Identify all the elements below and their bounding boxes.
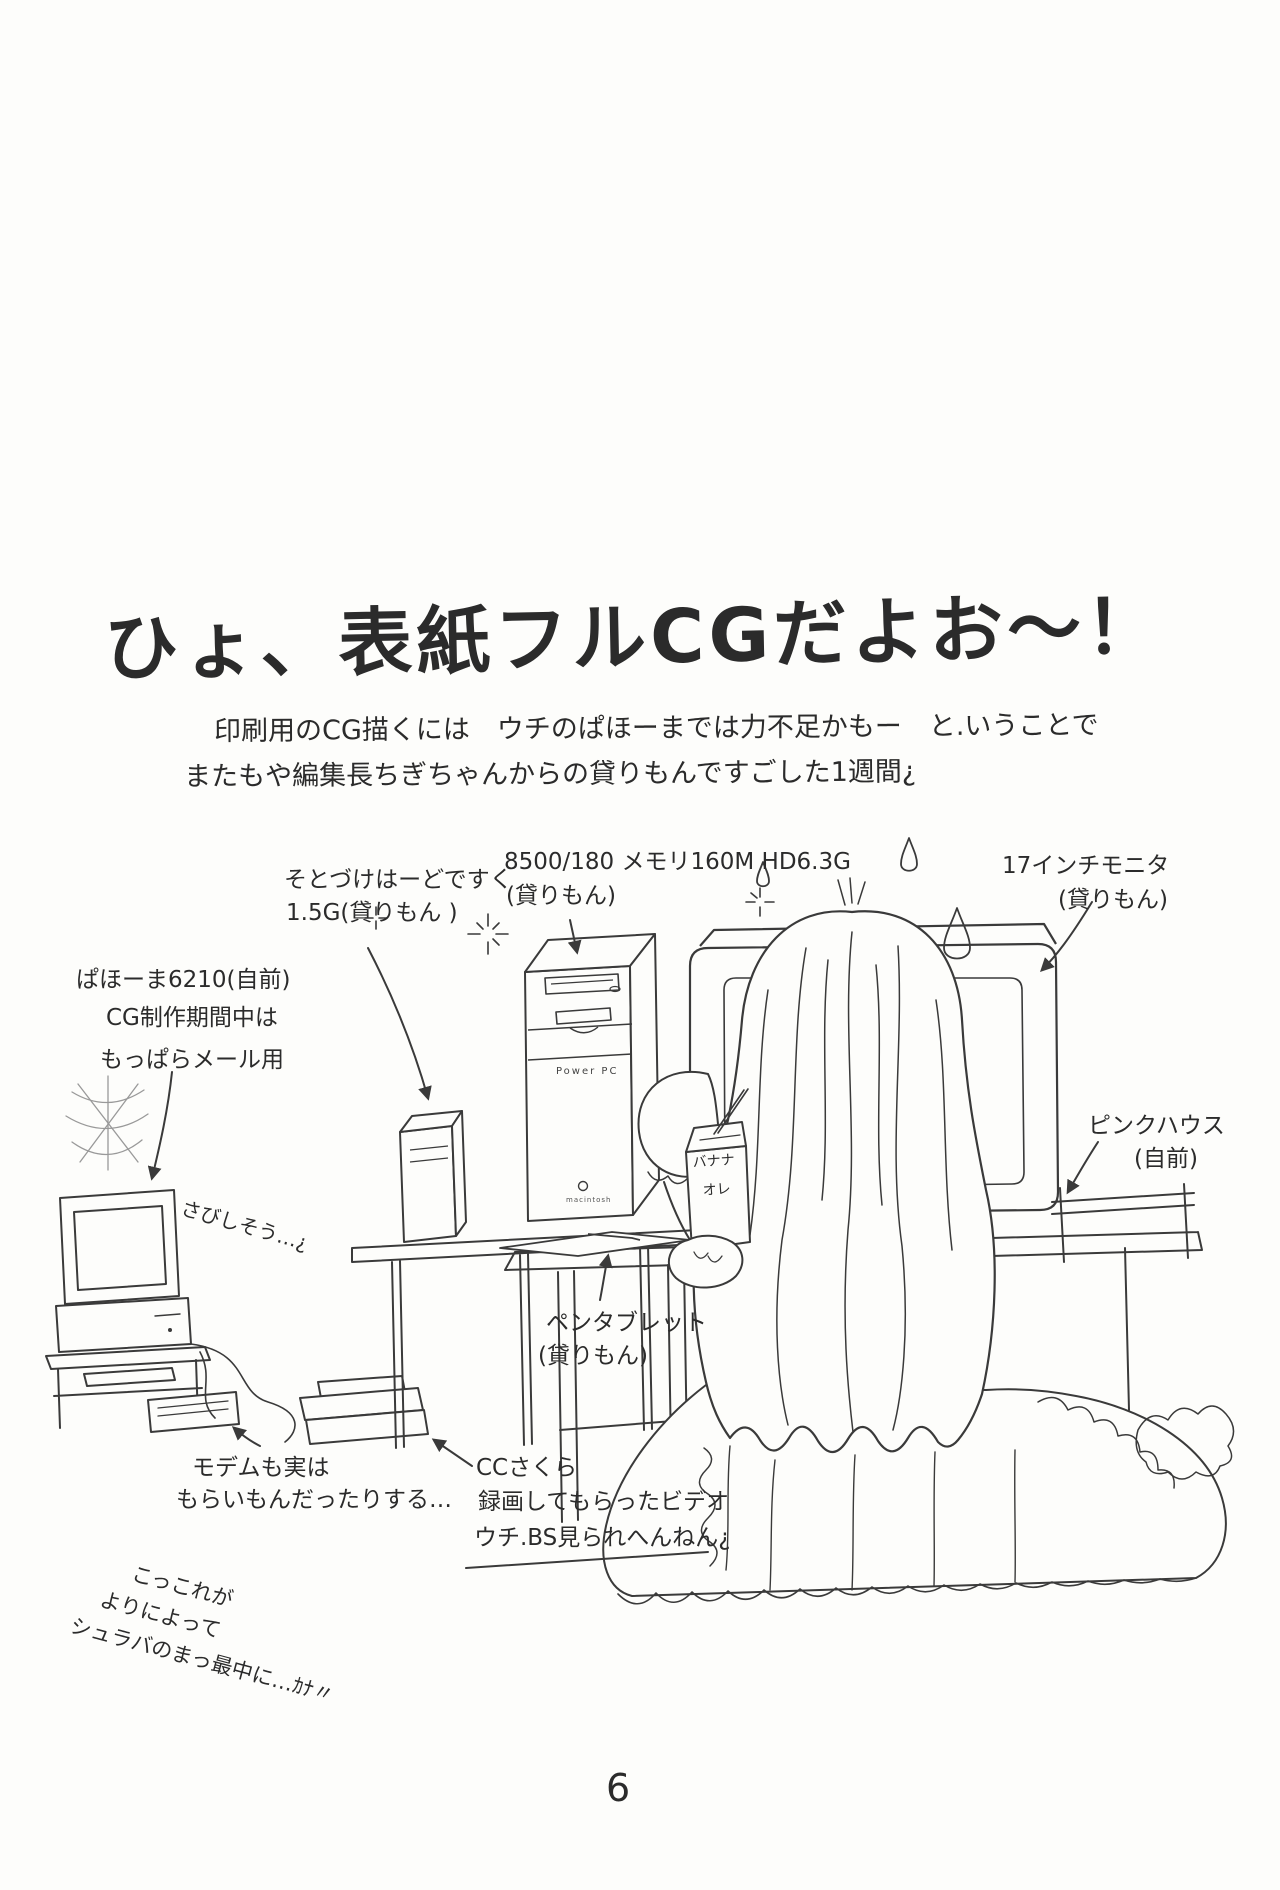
sweat-drop-icon — [756, 837, 971, 960]
page-number: 6 — [606, 1766, 631, 1810]
modem-sketch — [147, 1391, 240, 1433]
apple-logo-sketch — [577, 1180, 589, 1192]
label-pen-tablet-2: (貸りもん) — [538, 1343, 648, 1369]
label-cc-sakura-3: ウチ.BS見られへんねん¿ — [474, 1525, 731, 1551]
label-cc-sakura-2: 録画してもらったビデオ — [478, 1489, 730, 1515]
intro-line-1: 印刷用のCG描くには ウチのぱほーまでは力不足かもー と.いうことで — [213, 709, 1099, 748]
tower-brand-text: Power PC — [556, 1066, 619, 1077]
label-pahoma-1: ぱほーま6210(自前) — [76, 967, 291, 993]
label-modem-1: モデムも実は — [192, 1455, 330, 1481]
drink-box-text-2: オレ — [702, 1181, 732, 1199]
label-pink-house-1: ピンクハウス — [1088, 1113, 1225, 1139]
label-monitor-1: 17インチモニタ — [1002, 853, 1170, 879]
drink-box-sketch — [685, 1088, 751, 1251]
label-monitor-2: (貸りもん) — [1058, 887, 1168, 913]
label-cc-sakura-1: CCさくら — [476, 1455, 578, 1481]
tower-sub-text: macintosh — [566, 1196, 612, 1204]
label-pen-tablet-1: ペンタブレット — [546, 1310, 707, 1336]
chair-sketch — [1051, 1183, 1195, 1263]
drink-box-text-1: バナナ — [692, 1152, 736, 1171]
girl-hair-sketch — [692, 877, 996, 1454]
girl-arm-sketch — [637, 1070, 751, 1289]
label-pink-house-2: (自前) — [1134, 1146, 1198, 1172]
label-external-hdd-1: そとづけはーどですく — [284, 867, 513, 893]
spider-web-sketch — [65, 1075, 149, 1171]
external-hdd-sketch — [399, 1110, 467, 1243]
label-external-hdd-2: 1.5G(貸りもん ) — [286, 900, 458, 926]
sparkle-icon — [364, 887, 775, 955]
label-pahoma-2: CG制作期間中は — [106, 1005, 278, 1031]
label-pahoma-3: もっぱらメール用 — [100, 1047, 284, 1073]
straw-sketch — [713, 1088, 749, 1135]
intro-line-2: またもや編集長ちぎちゃんからの貸りもんですごした1週間¿ — [183, 756, 917, 793]
video-tapes-sketch — [299, 1375, 429, 1445]
cable-sketch — [190, 1343, 296, 1443]
annotation-arrows — [147, 901, 1099, 1569]
label-modem-2: もらいもんだったりする… — [176, 1487, 452, 1513]
label-main-machine-2: (貸りもん) — [506, 883, 616, 909]
computer-tower-sketch — [524, 933, 660, 1222]
side-table-sketch — [351, 1229, 699, 1449]
hand-sketch — [667, 1234, 744, 1289]
page-title: ひょ、表紙フルCGだよお〜！ — [103, 583, 1164, 693]
old-computer-sketch — [45, 1189, 211, 1429]
label-main-machine-1: 8500/180 メモリ160M HD6.3G — [504, 849, 851, 875]
